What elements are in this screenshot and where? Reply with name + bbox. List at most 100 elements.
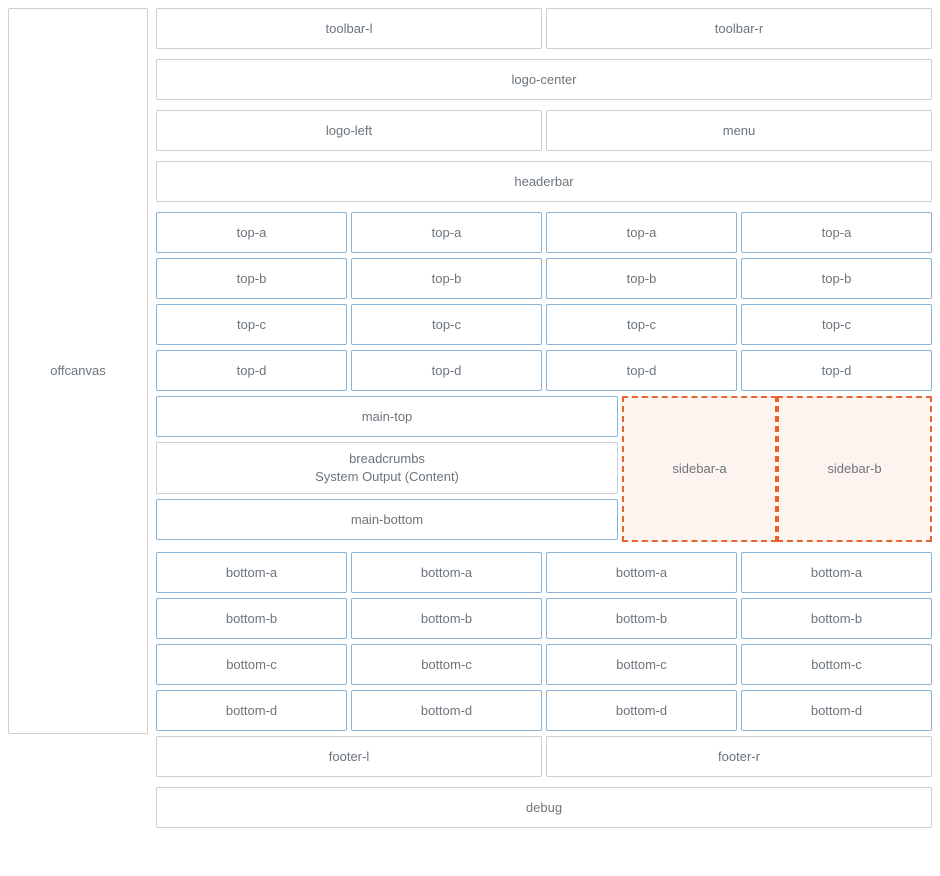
region-top-b-1[interactable]: top-b <box>156 258 347 299</box>
top-c-4-label: top-c <box>822 316 851 332</box>
region-sidebar-b[interactable]: sidebar-b <box>777 396 932 542</box>
bottom-b-1-label: bottom-b <box>225 610 278 626</box>
region-top-a-1[interactable]: top-a <box>156 212 347 253</box>
region-top-a-3[interactable]: top-a <box>546 212 737 253</box>
sidebar-a-label: sidebar-a <box>672 461 727 477</box>
top-b-3-label: top-b <box>626 270 657 286</box>
region-debug[interactable]: debug <box>156 787 932 828</box>
top-a-4-label: top-a <box>821 224 852 240</box>
region-bottom-c-4[interactable]: bottom-c <box>741 644 932 685</box>
top-a-1-label: top-a <box>236 224 267 240</box>
top-a-2-label: top-a <box>431 224 462 240</box>
logo-menu-row: logo-left menu <box>156 110 932 151</box>
bottom-d-4-label: bottom-d <box>810 702 863 718</box>
bottom-c-1-label: bottom-c <box>226 656 277 672</box>
debug-row: debug <box>156 787 932 828</box>
bottom-b-4-label: bottom-b <box>810 610 863 626</box>
top-d-1-label: top-d <box>236 362 267 378</box>
top-a-row: top-a top-a top-a top-a <box>156 212 932 253</box>
region-toolbar-right[interactable]: toolbar-r <box>546 8 932 49</box>
top-a-3-label: top-a <box>626 224 657 240</box>
toolbar-row: toolbar-l toolbar-r <box>156 8 932 49</box>
footer-left-label: footer-l <box>328 748 370 764</box>
sidebar-b-label: sidebar-b <box>827 461 882 477</box>
region-top-d-2[interactable]: top-d <box>351 350 542 391</box>
main-top-label: main-top <box>361 408 413 424</box>
footer-right-label: footer-r <box>718 748 760 764</box>
region-top-c-1[interactable]: top-c <box>156 304 347 345</box>
region-main-top[interactable]: main-top <box>156 396 618 437</box>
offcanvas-panel[interactable]: offcanvas <box>8 8 148 734</box>
region-bottom-c-1[interactable]: bottom-c <box>156 644 347 685</box>
region-top-b-2[interactable]: top-b <box>351 258 542 299</box>
region-top-a-2[interactable]: top-a <box>351 212 542 253</box>
region-bottom-d-4[interactable]: bottom-d <box>741 690 932 731</box>
toolbar-right-label: toolbar-r <box>714 20 764 36</box>
region-bottom-b-4[interactable]: bottom-b <box>741 598 932 639</box>
toolbar-left-label: toolbar-l <box>325 20 373 36</box>
region-top-d-1[interactable]: top-d <box>156 350 347 391</box>
region-footer-right[interactable]: footer-r <box>546 736 932 777</box>
bottom-a-2-label: bottom-a <box>420 564 473 580</box>
region-top-d-3[interactable]: top-d <box>546 350 737 391</box>
top-c-row: top-c top-c top-c top-c <box>156 304 932 345</box>
region-main-bottom[interactable]: main-bottom <box>156 499 618 540</box>
region-headerbar[interactable]: headerbar <box>156 161 932 202</box>
top-b-1-label: top-b <box>236 270 267 286</box>
bottom-c-3-label: bottom-c <box>616 656 667 672</box>
region-toolbar-left[interactable]: toolbar-l <box>156 8 542 49</box>
region-footer-left[interactable]: footer-l <box>156 736 542 777</box>
region-bottom-c-2[interactable]: bottom-c <box>351 644 542 685</box>
sidebar-column: sidebar-a sidebar-b <box>622 396 932 542</box>
top-b-2-label: top-b <box>431 270 462 286</box>
top-d-row: top-d top-d top-d top-d <box>156 350 932 391</box>
bottom-b-3-label: bottom-b <box>615 610 668 626</box>
region-bottom-d-2[interactable]: bottom-d <box>351 690 542 731</box>
region-bottom-d-3[interactable]: bottom-d <box>546 690 737 731</box>
region-top-c-3[interactable]: top-c <box>546 304 737 345</box>
bottom-a-3-label: bottom-a <box>615 564 668 580</box>
region-logo-center[interactable]: logo-center <box>156 59 932 100</box>
logo-center-row: logo-center <box>156 59 932 100</box>
debug-label: debug <box>525 799 563 815</box>
bottom-d-1-label: bottom-d <box>225 702 278 718</box>
region-top-b-3[interactable]: top-b <box>546 258 737 299</box>
region-menu[interactable]: menu <box>546 110 932 151</box>
bottom-a-4-label: bottom-a <box>810 564 863 580</box>
region-sidebar-a[interactable]: sidebar-a <box>622 396 777 542</box>
region-bottom-b-3[interactable]: bottom-b <box>546 598 737 639</box>
region-top-b-4[interactable]: top-b <box>741 258 932 299</box>
bottom-d-2-label: bottom-d <box>420 702 473 718</box>
region-logo-left[interactable]: logo-left <box>156 110 542 151</box>
logo-center-label: logo-center <box>511 71 577 87</box>
region-bottom-c-3[interactable]: bottom-c <box>546 644 737 685</box>
region-bottom-a-3[interactable]: bottom-a <box>546 552 737 593</box>
headerbar-row: headerbar <box>156 161 932 202</box>
menu-label: menu <box>722 122 756 138</box>
top-d-3-label: top-d <box>626 362 657 378</box>
region-top-d-4[interactable]: top-d <box>741 350 932 391</box>
logo-left-label: logo-left <box>325 122 373 138</box>
region-bottom-a-2[interactable]: bottom-a <box>351 552 542 593</box>
region-bottom-b-1[interactable]: bottom-b <box>156 598 347 639</box>
region-bottom-d-1[interactable]: bottom-d <box>156 690 347 731</box>
offcanvas-label: offcanvas <box>50 363 106 379</box>
top-c-3-label: top-c <box>627 316 656 332</box>
region-bottom-b-2[interactable]: bottom-b <box>351 598 542 639</box>
bottom-c-row: bottom-c bottom-c bottom-c bottom-c <box>156 644 932 685</box>
top-b-4-label: top-b <box>821 270 852 286</box>
bottom-c-4-label: bottom-c <box>811 656 862 672</box>
region-bottom-a-4[interactable]: bottom-a <box>741 552 932 593</box>
region-top-a-4[interactable]: top-a <box>741 212 932 253</box>
region-top-c-4[interactable]: top-c <box>741 304 932 345</box>
region-bottom-a-1[interactable]: bottom-a <box>156 552 347 593</box>
top-c-1-label: top-c <box>237 316 266 332</box>
region-breadcrumbs-content[interactable]: breadcrumbs System Output (Content) <box>156 442 618 494</box>
top-c-2-label: top-c <box>432 316 461 332</box>
top-b-row: top-b top-b top-b top-b <box>156 258 932 299</box>
layout-stack: toolbar-l toolbar-r logo-center logo-lef… <box>156 8 932 838</box>
main-sidebar-band: main-top breadcrumbs System Output (Cont… <box>156 396 932 542</box>
bottom-b-row: bottom-b bottom-b bottom-b bottom-b <box>156 598 932 639</box>
region-top-c-2[interactable]: top-c <box>351 304 542 345</box>
main-column: main-top breadcrumbs System Output (Cont… <box>156 396 618 542</box>
